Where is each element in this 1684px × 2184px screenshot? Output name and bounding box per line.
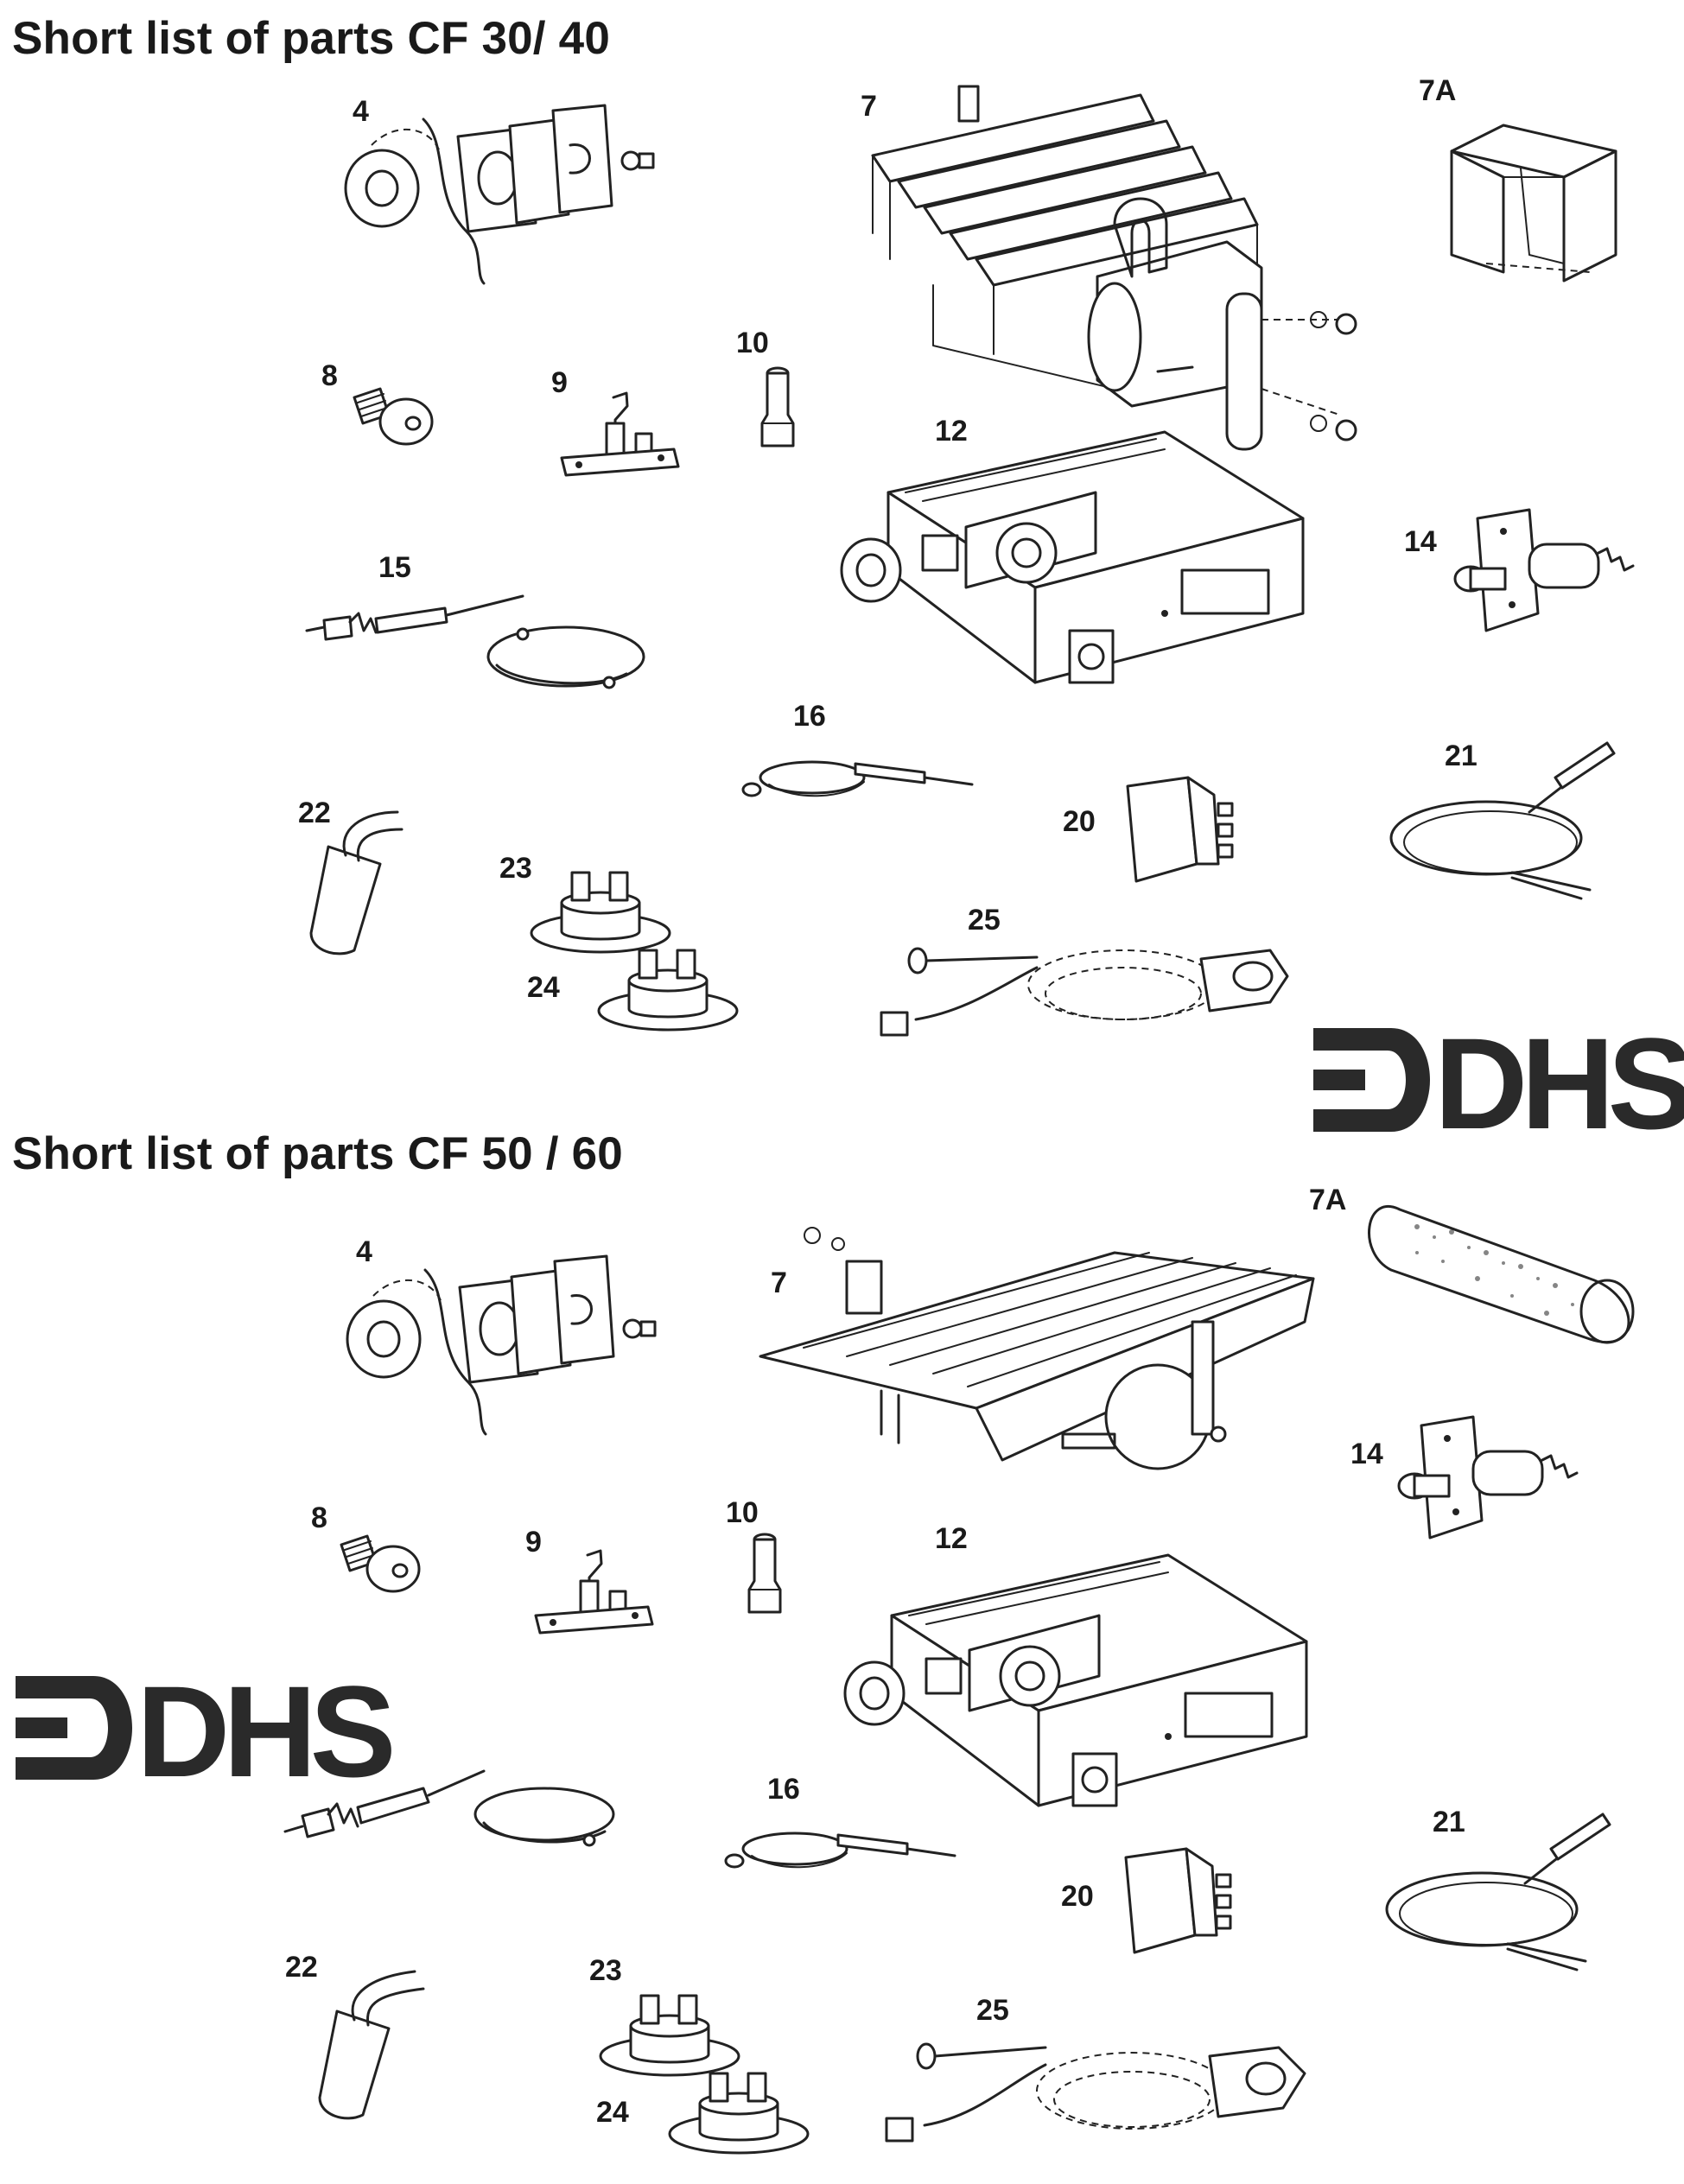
dhs-logo-text-b: DHS: [137, 1659, 392, 1804]
part-label-25-b: 25: [976, 1994, 1009, 2027]
part-9-drawing-b: [527, 1546, 657, 1641]
part-label-8-b: 8: [311, 1502, 327, 1534]
part-12-drawing: [836, 423, 1320, 717]
part-label-23-b: 23: [589, 1954, 622, 1987]
part-14-drawing: [1452, 510, 1650, 639]
part-label-24: 24: [527, 971, 560, 1004]
part-label-22-b: 22: [285, 1951, 318, 1984]
part-25-drawing-b: [873, 2022, 1322, 2168]
part-15-drawing: [298, 570, 644, 708]
part-label-4: 4: [353, 95, 369, 128]
part-label-7a-b: 7A: [1309, 1184, 1347, 1216]
part-12-drawing-b: [840, 1546, 1324, 1840]
part-14-drawing-b: [1395, 1417, 1594, 1546]
part-8-drawing: [346, 380, 441, 467]
part-label-7-b: 7: [771, 1267, 787, 1299]
part-20-drawing: [1119, 769, 1240, 890]
part-label-16: 16: [793, 700, 826, 733]
part-label-14-b: 14: [1350, 1438, 1383, 1470]
part-10-drawing: [752, 363, 804, 458]
part-label-20-b: 20: [1061, 1880, 1094, 1913]
part-23-drawing-b: [596, 1987, 743, 2082]
part-25-drawing: [864, 933, 1305, 1063]
part-16-drawing: [734, 734, 976, 812]
part-7a-drawing-b: [1365, 1184, 1659, 1356]
part-label-12-b: 12: [935, 1522, 968, 1555]
part-7a-drawing: [1434, 117, 1633, 289]
part-label-12: 12: [935, 415, 968, 448]
part-label-7a: 7A: [1419, 74, 1457, 107]
part-label-25: 25: [968, 904, 1001, 936]
part-label-20: 20: [1063, 805, 1096, 838]
part-24-drawing-b: [665, 2065, 812, 2160]
part-16-drawing-b: [717, 1806, 959, 1883]
part-22-drawing-b: [294, 1959, 441, 2124]
part-label-10-b: 10: [726, 1496, 759, 1529]
part-23-drawing: [527, 864, 674, 959]
part-label-9-b: 9: [525, 1526, 542, 1559]
part-label-23: 23: [499, 852, 532, 885]
part-label-21: 21: [1445, 740, 1477, 772]
part-21-drawing-b: [1378, 1797, 1637, 1970]
part-24-drawing: [594, 942, 741, 1037]
section-2-title: Short list of parts CF 50 / 60: [12, 1128, 623, 1179]
part-label-14: 14: [1404, 525, 1437, 558]
part-7-drawing-b: [752, 1218, 1322, 1495]
part-label-16-b: 16: [767, 1773, 800, 1806]
part-label-15: 15: [378, 551, 411, 584]
part-label-22: 22: [298, 797, 331, 829]
dhs-logo-top: DHS: [1313, 1011, 1684, 1156]
part-label-21-b: 21: [1433, 1806, 1465, 1838]
part-label-7: 7: [861, 90, 877, 123]
part-label-8: 8: [321, 359, 338, 392]
part-22-drawing: [294, 803, 423, 959]
part-8-drawing-b: [333, 1527, 428, 1614]
dhs-logo-bottom: DHS: [16, 1659, 399, 1804]
section-1-title: Short list of parts CF 30/ 40: [12, 13, 611, 64]
part-label-9: 9: [551, 366, 568, 399]
dhs-logo-text: DHS: [1434, 1011, 1684, 1156]
part-15-drawing-b: [276, 1736, 622, 1866]
part-4-drawing-b: [339, 1244, 667, 1443]
part-label-4-b: 4: [356, 1235, 372, 1268]
part-4-drawing: [337, 93, 665, 292]
part-label-24-b: 24: [596, 2096, 629, 2129]
part-9-drawing: [553, 389, 683, 484]
part-21-drawing: [1382, 726, 1642, 898]
part-label-10: 10: [736, 327, 769, 359]
part-10-drawing-b: [739, 1529, 791, 1624]
part-7-drawing: [855, 60, 1365, 449]
part-20-drawing-b: [1117, 1840, 1238, 1961]
